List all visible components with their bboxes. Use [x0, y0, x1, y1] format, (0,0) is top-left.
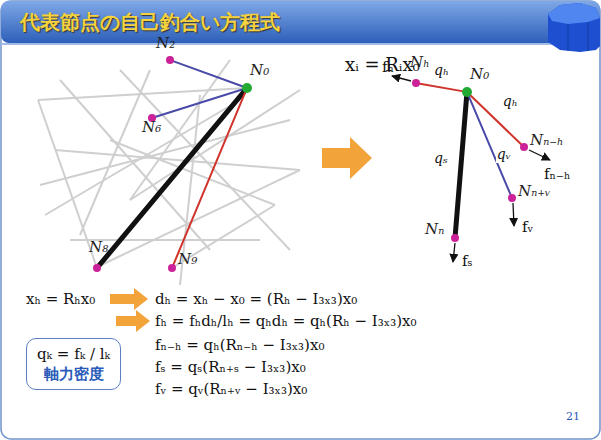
- node-dot: Nₕ: [412, 79, 420, 87]
- member-line: [420, 84, 462, 91]
- member-line: [100, 92, 244, 265]
- equation: fₙ₋ₕ = qₕ(Rₙ₋ₕ − I₃ₓ₃)x₀: [155, 336, 324, 354]
- equation: xₕ = Rₕx₀: [26, 290, 95, 308]
- node-dot: N₉: [168, 264, 176, 272]
- node-dot: N₀: [242, 83, 252, 93]
- force-density-label: qₕ: [502, 94, 519, 109]
- node-label: N₆: [142, 119, 161, 136]
- equation: fₕ = fₕdₕ/lₕ = qₕdₕ = qₕ(Rₕ − I₃ₓ₃)x₀: [155, 312, 416, 330]
- equation: dₕ = xₕ − x₀ = (Rₕ − I₃ₓ₃)x₀: [155, 290, 357, 308]
- page-number: 21: [566, 410, 580, 423]
- equation: fᵥ: [522, 218, 533, 236]
- equation: fᵥ = qᵥ(Rₙ₊ᵥ − I₃ₓ₃)x₀: [155, 380, 307, 398]
- term-label: 軸力密度: [37, 365, 110, 384]
- implies-arrow: [116, 310, 150, 332]
- node-dot: N₈: [93, 264, 101, 272]
- node-dot: N₆: [148, 114, 156, 122]
- header-rule: [1, 43, 600, 45]
- implies-arrow: [110, 288, 148, 310]
- equation: fₛ: [462, 252, 473, 270]
- node-label: N₈: [89, 239, 108, 256]
- node-dot: Nₙ₊ᵥ: [508, 194, 516, 202]
- node-dot: Nₙ₋ₕ: [520, 143, 528, 151]
- force-arrows: [392, 76, 550, 262]
- member-line: [174, 61, 243, 86]
- member-line: [455, 97, 466, 234]
- equation: fₙ₋ₕ: [544, 165, 570, 183]
- tensegrity-network: [38, 60, 300, 285]
- definition-box: qₖ = fₖ / lₖ軸力密度: [26, 338, 121, 390]
- node-dot: N₂: [166, 56, 174, 64]
- formula: qₖ = fₖ / lₖ: [37, 344, 110, 365]
- node-dot: Nₙ: [451, 234, 459, 242]
- node-label: Nₙ₊ᵥ: [518, 183, 551, 200]
- header-band: [1, 1, 600, 43]
- force-density-label: qₛ: [433, 151, 449, 166]
- node-label: Nₙ: [425, 221, 444, 238]
- equation: fₛ = qₛ(Rₙ₊ₛ − I₃ₓ₃)x₀: [155, 358, 306, 376]
- node-label: N₉: [178, 251, 197, 268]
- slide-title: 代表節点の自己釣合い方程式: [20, 9, 280, 36]
- node-label: N₀: [470, 66, 489, 83]
- node-dot: N₀: [462, 87, 472, 97]
- equation: fₕ: [382, 58, 394, 76]
- node-label: Nₙ₋ₕ: [530, 132, 564, 149]
- node-label: N₀: [250, 62, 269, 79]
- member-line: [174, 93, 246, 265]
- member-line: [469, 97, 510, 195]
- prism-icon: [548, 3, 600, 52]
- transform-arrow: [322, 137, 372, 179]
- force-density-label: qᵥ: [496, 147, 512, 162]
- force-density-label: qₕ: [433, 63, 450, 78]
- node-label: N₂: [156, 35, 175, 52]
